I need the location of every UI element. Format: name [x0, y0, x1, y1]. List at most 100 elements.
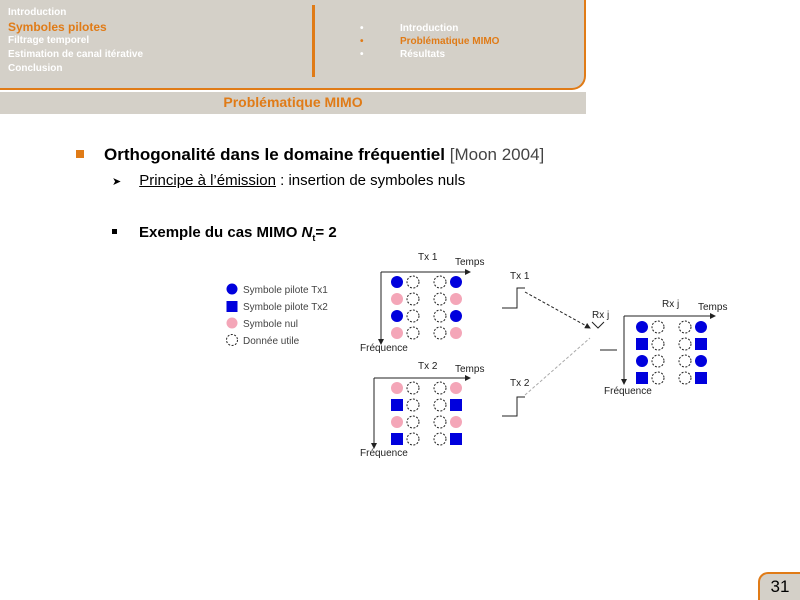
nav-subitem-label: Résultats	[400, 49, 446, 60]
data-symbol	[678, 371, 692, 385]
bullet-dot: •	[360, 23, 364, 34]
pilot-symbol	[391, 276, 403, 288]
nav-subitem-label: Problématique MIMO	[400, 36, 500, 47]
pilot-square-symbol	[636, 372, 648, 384]
bullet-text: Orthogonalité dans le domaine fréquentie…	[104, 145, 445, 164]
data-symbol	[433, 432, 447, 446]
bullet-orthogonalite: Orthogonalité dans le domaine fréquentie…	[76, 145, 544, 165]
nav-subitem-introduction[interactable]: • Introduction	[360, 22, 499, 35]
pilot-square-symbol	[695, 338, 707, 350]
legend: Symbole pilote Tx1 Symbole pilote Tx2 Sy…	[226, 283, 328, 347]
nav-item-filtrage-temporel[interactable]: Filtrage temporel	[8, 35, 90, 46]
legend-pilot-tx2-icon	[226, 301, 238, 312]
tx1-grid: Tx 1 Temps Fréquence	[360, 252, 484, 354]
nav-subitem-label: Introduction	[400, 23, 459, 34]
null-symbol	[450, 382, 462, 394]
tx2-antenna-label: Tx 2	[510, 378, 530, 389]
frequence-label: Fréquence	[604, 386, 652, 397]
pilot-symbol	[695, 355, 707, 367]
data-symbol	[406, 292, 420, 306]
nav-divider	[312, 5, 315, 77]
pilot-symbol	[450, 276, 462, 288]
legend-label: Symbole pilote Tx2	[243, 302, 328, 313]
section-title-bar: Problématique MIMO	[0, 92, 586, 114]
data-symbol	[406, 309, 420, 323]
frequence-label: Fréquence	[360, 343, 408, 354]
data-symbol	[651, 354, 665, 368]
data-symbol	[678, 354, 692, 368]
data-symbol	[433, 309, 447, 323]
pilot-symbol	[636, 321, 648, 333]
pilot-square-symbol	[391, 399, 403, 411]
tx2-antenna-icon	[502, 396, 525, 417]
pilot-symbol	[450, 310, 462, 322]
null-symbol	[450, 416, 462, 428]
data-symbol	[651, 337, 665, 351]
tx2-link	[524, 337, 591, 396]
null-symbol	[391, 293, 403, 305]
square-bullet-icon	[112, 229, 117, 234]
nav-sections: Introduction Symboles pilotes Filtrage t…	[8, 6, 143, 76]
pilot-symbol	[391, 310, 403, 322]
legend-label: Symbole pilote Tx1	[243, 285, 328, 296]
data-symbol	[651, 320, 665, 334]
frequence-label: Fréquence	[360, 448, 408, 459]
nav-subitem-resultats[interactable]: • Résultats	[360, 48, 499, 61]
legend-pilot-tx1-icon	[226, 283, 238, 295]
orange-square-bullet-icon	[76, 150, 84, 158]
principe-rest: : insertion de symboles nuls	[275, 172, 466, 189]
arrow-bullet-icon: ➤	[112, 176, 122, 188]
data-symbol	[678, 337, 692, 351]
data-symbol	[433, 415, 447, 429]
null-symbol	[391, 382, 403, 394]
data-symbol	[678, 320, 692, 334]
tx1-antenna-label: Tx 1	[510, 271, 530, 282]
nav-item-symboles-pilotes[interactable]: Symboles pilotes	[8, 20, 107, 34]
legend-data-icon	[226, 334, 238, 346]
pilot-square-symbol	[391, 433, 403, 445]
rx-title: Rx j	[662, 299, 679, 310]
tx1-antenna-icon	[502, 287, 525, 309]
data-symbol	[406, 326, 420, 340]
rx-grid: Rx j Temps Fréquence	[604, 299, 727, 397]
bullet-principe: ➤ Principe à l’émission : insertion de sy…	[112, 172, 465, 189]
data-symbol	[651, 371, 665, 385]
legend-label: Donnée utile	[243, 336, 300, 347]
null-symbol	[450, 293, 462, 305]
data-symbol	[406, 381, 420, 395]
data-symbol	[406, 398, 420, 412]
legend-label: Symbole nul	[243, 319, 298, 330]
pilot-square-symbol	[636, 338, 648, 350]
pilot-symbol	[636, 355, 648, 367]
pilot-square-symbol	[695, 372, 707, 384]
temps-label: Temps	[455, 257, 484, 268]
principe-underlined: Principe à l’émission	[139, 172, 276, 189]
temps-label: Temps	[455, 364, 484, 375]
data-symbol	[433, 398, 447, 412]
nav-item-introduction[interactable]: Introduction	[8, 7, 67, 18]
data-symbol	[433, 275, 447, 289]
nav-subsections: • Introduction • Problématique MIMO • Ré…	[360, 22, 499, 61]
temps-label: Temps	[698, 302, 727, 313]
nav-subitem-problematique-mimo[interactable]: • Problématique MIMO	[360, 35, 499, 48]
bullet-exemple: Exemple du cas MIMO Nt= 2	[112, 224, 337, 243]
header-bar: Introduction Symboles pilotes Filtrage t…	[0, 0, 586, 90]
data-symbol	[433, 381, 447, 395]
tx1-title: Tx 1	[418, 252, 438, 263]
data-symbol	[433, 292, 447, 306]
null-symbol	[391, 327, 403, 339]
nav-item-conclusion[interactable]: Conclusion	[8, 63, 63, 74]
exemple-prefix: Exemple du cas MIMO	[139, 224, 302, 241]
exemple-var: N	[301, 224, 313, 241]
mimo-diagram: Symbole pilote Tx1 Symbole pilote Tx2 Sy…	[226, 252, 727, 459]
reference: [Moon 2004]	[449, 145, 545, 164]
pilot-symbol	[695, 321, 707, 333]
nav-item-estimation-canal[interactable]: Estimation de canal itérative	[8, 49, 144, 60]
pilot-square-symbol	[450, 399, 462, 411]
data-symbol	[433, 326, 447, 340]
tx1-link	[524, 291, 591, 329]
tx2-grid: Tx 2 Temps Fréquence	[360, 361, 484, 459]
rx-antenna-label: Rx j	[592, 310, 609, 321]
tx2-title: Tx 2	[418, 361, 438, 372]
exemple-suffix: = 2	[315, 224, 337, 241]
